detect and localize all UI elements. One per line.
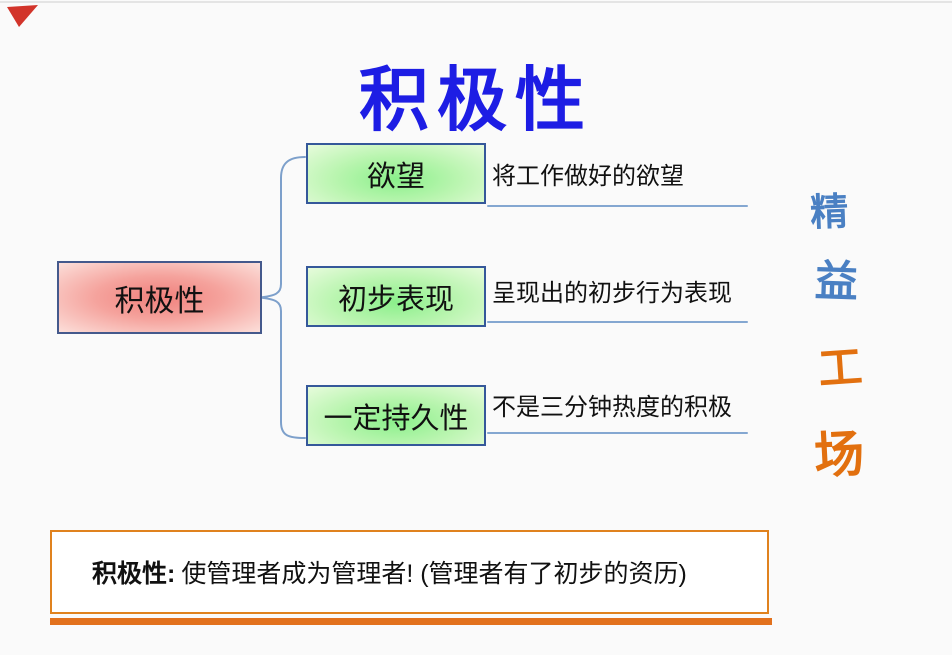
watermark-char: 工 [816,341,865,396]
brace-connector [258,156,306,439]
branch-description: 不是三分钟热度的积极 [492,394,732,421]
summary-callout-box: 积极性: 使管理者成为管理者! (管理者有了初步的资历) [50,530,769,614]
branch-description: 呈现出的初步行为表现 [492,280,732,307]
branch-node-label: 一定持久性 [323,402,469,435]
watermark-char: 精 [809,188,849,235]
branch-underline [487,205,748,207]
red-corner-mark [7,5,38,27]
mindmap-root-node[interactable]: 积极性 [57,261,262,334]
branch-underline [487,321,748,323]
branch-description: 将工作做好的欲望 [492,163,684,190]
branch-underline [487,432,748,434]
summary-text: 使管理者成为管理者! (管理者有了初步的资历) [181,560,687,588]
bottom-orange-rule [50,618,772,625]
summary-label: 积极性: [92,560,176,588]
branch-node-label: 初步表现 [337,283,454,316]
watermark-char: 益 [814,256,859,308]
top-hairline [0,1,952,3]
root-node-label: 积极性 [114,284,205,318]
mindmap-branch-node-desire[interactable]: 欲望 [306,143,486,204]
watermark-char: 场 [812,423,866,486]
mindmap-branch-node-initial-performance[interactable]: 初步表现 [306,266,486,327]
branch-node-label: 欲望 [366,160,425,193]
page-title: 积极性 [359,58,593,141]
mindmap-branch-node-persistence[interactable]: 一定持久性 [306,385,486,446]
